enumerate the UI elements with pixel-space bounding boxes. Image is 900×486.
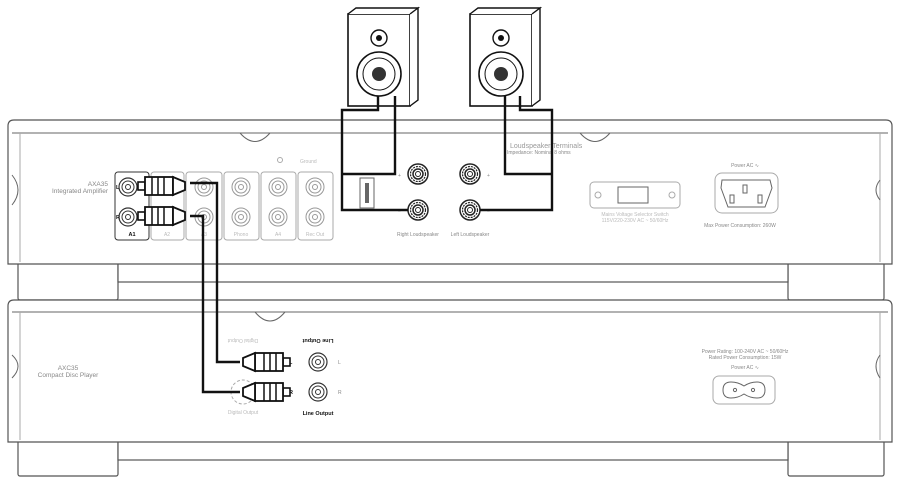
- voltage-selector-switch: [589, 181, 681, 209]
- cd-rated-power: Rated Power Consumption: 15W: [709, 355, 782, 361]
- right-speaker-plus-post: [407, 163, 429, 185]
- plus-label: +: [487, 173, 490, 179]
- input-a2-label: A2: [164, 232, 170, 238]
- speaker-impedance: Impedance: Nominal 8 ohms: [507, 150, 571, 156]
- rca-plug-cd-right: [242, 382, 291, 402]
- left-speaker-plus-wire: [503, 96, 552, 176]
- input-a4: A4: [260, 171, 297, 241]
- cd-channel-l: L: [289, 360, 293, 366]
- line-output-r-socket: [308, 382, 328, 402]
- cd-type: Compact Disc Player: [38, 372, 100, 379]
- input-a1: A1 L R: [114, 171, 150, 241]
- line-output-label: Line Output: [303, 411, 334, 417]
- cd-power-inlet: [712, 375, 776, 405]
- rca-left-wire: [190, 181, 240, 364]
- input-a4-label: A4: [275, 232, 281, 238]
- digital-output-label-inverted: Digital Output: [227, 337, 258, 343]
- right-loudspeaker-label: Right Loudspeaker: [397, 232, 439, 238]
- cd-channel-l-faint: L: [338, 360, 341, 366]
- right-speaker-minus-wire: [340, 96, 408, 212]
- amp-foot-right: [787, 261, 885, 301]
- left-loudspeaker-label: Left Loudspeaker: [451, 232, 490, 238]
- plus-label: +: [398, 173, 401, 179]
- channel-r-label: R: [116, 215, 120, 221]
- fuse-holder: [359, 177, 375, 209]
- minus-label: −: [487, 209, 490, 215]
- cd-model: AXC35: [58, 365, 79, 372]
- amp-power-inlet: [714, 172, 779, 214]
- rca-right-wire: [190, 214, 240, 394]
- right-speaker-plus-wire: [342, 96, 397, 176]
- digital-output-label: Digital Output: [228, 410, 259, 416]
- amp-power-label: Power AC ∿: [731, 163, 759, 169]
- left-speaker-minus-wire: [480, 96, 554, 212]
- left-speaker-minus-post: [459, 199, 481, 221]
- minus-label: −: [398, 209, 401, 215]
- rca-interconnect-cable: [137, 176, 291, 402]
- cd-channel-r-faint: R: [338, 390, 342, 396]
- input-a1-label: A1: [128, 232, 135, 238]
- ground-terminal: [277, 157, 283, 163]
- amplifier-rear-panel: AXA35 Integrated Amplifier A1 L R A2 A3 …: [7, 119, 893, 301]
- rec-out-label: Rec Out: [306, 232, 325, 238]
- speaker-terminals-title: Loudspeaker Terminals: [510, 143, 583, 150]
- right-speaker-icon: [347, 7, 419, 107]
- rca-plug-amp-left: [137, 176, 186, 196]
- channel-l-label: L: [116, 185, 120, 191]
- line-output-l-socket: [308, 352, 328, 372]
- left-speaker-icon: [469, 7, 541, 107]
- cd-channel-r: R: [289, 390, 293, 396]
- input-phono: Phono: [223, 171, 260, 241]
- input-a2: A2: [150, 171, 185, 241]
- amp-max-power: Max Power Consumption: 260W: [704, 223, 776, 229]
- rca-plug-amp-right: [137, 206, 186, 226]
- cd-power-label: Power AC ∿: [731, 365, 759, 371]
- cd-power-rating: Power Rating: 100-240V AC ~ 50/60Hz: [702, 349, 789, 355]
- line-output-label-inverted: Line Output: [302, 337, 333, 343]
- amp-foot-left: [17, 261, 119, 301]
- input-phono-label: Phono: [234, 232, 249, 238]
- amp-model: AXA35: [88, 181, 109, 188]
- ground-label: Ground: [300, 159, 317, 165]
- rca-plug-cd-left: [242, 352, 291, 372]
- voltage-switch-spec: 115V/220-230V AC ~ 50/60Hz: [602, 218, 669, 224]
- left-speaker-plus-post: [459, 163, 481, 185]
- output-rec-out: Rec Out: [297, 171, 334, 241]
- amp-type: Integrated Amplifier: [52, 188, 109, 195]
- voltage-switch-title: Mains Voltage Selector Switch: [601, 212, 668, 218]
- right-speaker-minus-post: [407, 199, 429, 221]
- cd-player-rear-panel: AXC35 Compact Disc Player Digital Output…: [7, 299, 893, 477]
